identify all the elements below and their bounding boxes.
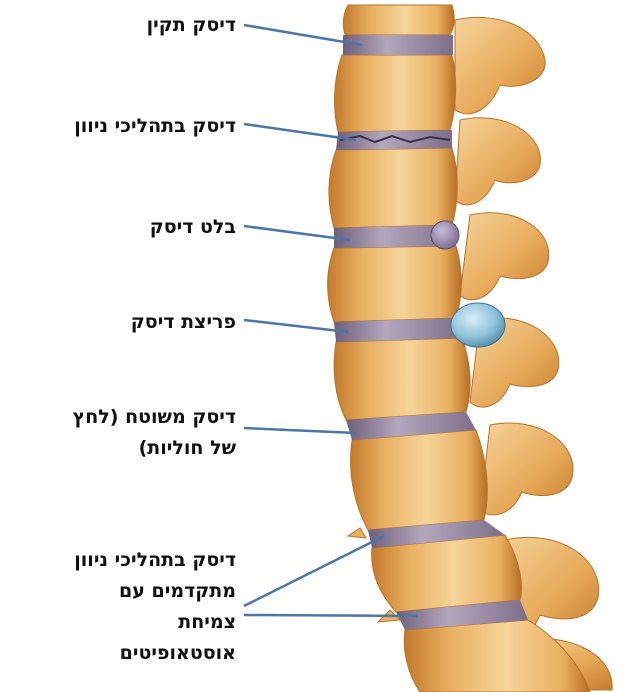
- vertebral-bodies: [327, 4, 591, 692]
- label-advanced-degeneration: דיסק בתהליכי ניוון מתקדמים עם צמיחת אוסט…: [74, 549, 236, 664]
- leader-lines: [243, 23, 419, 618]
- disc-bulging: [334, 225, 456, 248]
- disc-bulge-blob: [430, 220, 460, 250]
- disc-normal: [343, 35, 453, 55]
- label-normal-disc: דיסק תקין: [146, 14, 236, 36]
- disc-thinned: [346, 412, 476, 440]
- label-bulging-disc: בלט דיסק: [149, 216, 236, 238]
- disc-advanced-1: [368, 520, 505, 548]
- label-thinned-disc: דיסק משוטח (לחץ של חוליות): [72, 406, 236, 459]
- disc-advanced-2: [396, 600, 528, 630]
- label-herniated-disc: פריצת דיסק: [130, 311, 236, 333]
- disc-herniated: [334, 318, 462, 342]
- label-degenerating-disc: דיסק בתהליכי ניוון: [74, 115, 236, 137]
- disc-hernia-blob: [450, 302, 506, 348]
- intervertebral-discs: [334, 35, 528, 630]
- disc-degenerating: [336, 130, 452, 150]
